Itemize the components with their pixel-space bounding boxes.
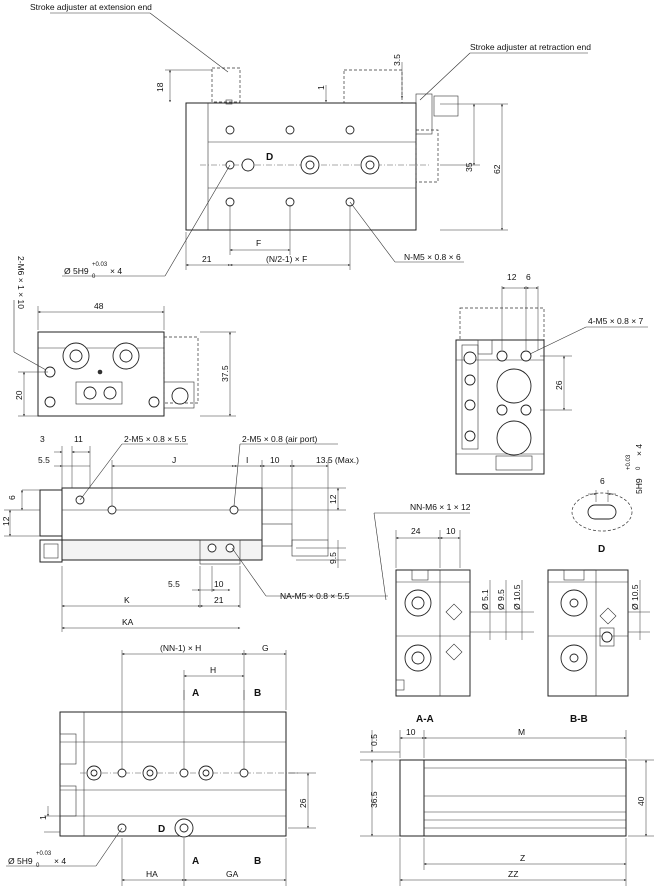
bottom-d-label: D — [158, 824, 165, 835]
bore-bot-tol0: 0 — [36, 863, 40, 869]
dim-5-1: Ø 5.1 — [480, 589, 490, 610]
dim-10-5-aa: Ø 10.5 — [512, 584, 522, 610]
section-bb-dims: Ø 10.5 B-B — [570, 580, 650, 725]
dim-11: 11 — [74, 434, 83, 444]
side-view-dims: 3 11 2-M5 × 0.8 × 5.5 2-M5 × 0.8 (air po… — [1, 434, 388, 632]
dim-6-right: 6 — [526, 272, 531, 282]
dim-21-side: 21 — [214, 595, 224, 605]
section-bb-label: B-B — [570, 714, 588, 725]
cut-a-top: A — [192, 688, 199, 699]
detail-d: 6 5H9 +0.03 0 × 4 D — [571, 444, 644, 555]
bore-top-count: × 4 — [110, 266, 122, 276]
dim-21-top: 21 — [202, 254, 212, 264]
dim-HA: HA — [146, 869, 158, 879]
dim-1-top: 1 — [316, 85, 326, 90]
dim-3-5: 3.5 — [392, 54, 402, 66]
dim-Z: Z — [520, 853, 525, 863]
dim-10-aa: 10 — [446, 526, 456, 536]
bottom-view — [59, 711, 300, 838]
bore-d-tol0: 0 — [636, 466, 642, 470]
m5-2-callout: 2-M5 × 0.8 × 5.5 — [124, 434, 187, 444]
section-aa-dims: NN-M6 × 1 × 12 24 10 Ø 5.1 Ø 9.5 Ø 10.5 … — [373, 502, 534, 725]
bore-top-callout: Ø 5H9 — [64, 266, 89, 276]
end-view-right-dims: 12 6 26 4-M5 × 0.8 × 7 — [501, 272, 648, 411]
m6-side-callout: 2-M6 × 1 × 10 — [16, 256, 26, 309]
dim-24: 24 — [411, 526, 421, 536]
dim-GA: GA — [226, 869, 239, 879]
end-view-right — [455, 307, 545, 475]
na-m5-callout: NA-M5 × 0.8 × 5.5 — [280, 591, 350, 601]
dim-F: F — [256, 238, 261, 248]
front-elevation-dims: 10 M 0.5 36.5 40 Z ZZ — [360, 727, 654, 886]
dim-nn1-h: (NN-1) × H — [160, 643, 201, 653]
dim-13-5-max: 13.5 (Max.) — [316, 455, 359, 465]
dim-48: 48 — [94, 301, 104, 311]
bottom-view-dims: (NN-1) × H G H A B 26 1 Ø 5H9 +0.03 0 × … — [6, 643, 316, 886]
dim-20: 20 — [14, 390, 24, 400]
dim-35: 35 — [464, 162, 474, 172]
cut-b-top: B — [254, 688, 261, 699]
dim-10-side-top: 10 — [270, 455, 280, 465]
dim-10-5-bb: Ø 10.5 — [630, 584, 640, 610]
dim-H: H — [210, 665, 216, 675]
dim-12-side: 12 — [328, 494, 338, 504]
bore-bot-tol: +0.03 — [36, 851, 52, 857]
nn-m6-callout: NN-M6 × 1 × 12 — [410, 502, 471, 512]
dim-26-right: 26 — [554, 380, 564, 390]
top-view-dimensions: Stroke adjuster at extension end Stroke … — [30, 2, 591, 280]
dim-9-5-side: 9.5 — [328, 552, 338, 564]
side-view — [39, 487, 329, 565]
end-view-front-dims: 48 37.5 20 2-M6 × 1 × 10 — [13, 256, 236, 417]
m5-4-callout: 4-M5 × 0.8 × 7 — [588, 316, 644, 326]
bore-bot-count: × 4 — [54, 856, 66, 866]
air-port-callout: 2-M5 × 0.8 (air port) — [242, 434, 318, 444]
dim-6-left: 6 — [7, 495, 17, 500]
dim-G: G — [262, 643, 269, 653]
dim-I: I — [246, 455, 248, 465]
section-bb — [547, 569, 629, 697]
dim-3: 3 — [40, 434, 45, 444]
cut-a-bottom: A — [192, 856, 199, 867]
stroke-ret-callout: Stroke adjuster at retraction end — [470, 42, 591, 52]
dim-10-elev: 10 — [406, 727, 416, 737]
section-aa — [395, 569, 471, 697]
dim-ZZ: ZZ — [508, 869, 518, 879]
dim-37-5: 37.5 — [220, 365, 230, 382]
bore-d-count: × 4 — [634, 444, 644, 456]
dim-18: 18 — [155, 82, 165, 92]
dim-12-left: 12 — [1, 516, 11, 526]
dim-62: 62 — [492, 164, 502, 174]
bore-d-callout: 5H9 — [634, 478, 644, 494]
dim-n2-f: (N/2-1) × F — [266, 254, 307, 264]
top-view — [185, 67, 459, 231]
dim-12-right: 12 — [507, 272, 517, 282]
top-d-label: D — [266, 152, 273, 163]
dim-0-5: 0.5 — [369, 734, 379, 746]
dim-26-bottom: 26 — [298, 798, 308, 808]
stroke-ext-callout: Stroke adjuster at extension end — [30, 2, 152, 12]
section-aa-label: A-A — [416, 714, 434, 725]
cut-b-bottom: B — [254, 856, 261, 867]
dim-10-side-bottom: 10 — [214, 579, 224, 589]
dim-1-bottom: 1 — [38, 815, 48, 820]
dim-K: K — [124, 595, 130, 605]
dim-5-5-bottom: 5.5 — [168, 579, 180, 589]
bore-top-tol0: 0 — [92, 274, 96, 280]
bore-bot-callout: Ø 5H9 — [8, 856, 33, 866]
dim-36-5: 36.5 — [369, 791, 379, 808]
dim-9-5-aa: Ø 9.5 — [496, 589, 506, 610]
bore-d-tol: +0.03 — [626, 454, 632, 470]
dim-6-detail: 6 — [600, 476, 605, 486]
front-elevation — [399, 759, 627, 837]
dim-M: M — [518, 727, 525, 737]
dim-KA: KA — [122, 617, 134, 627]
n-m5-callout: N-M5 × 0.8 × 6 — [404, 252, 461, 262]
detail-d-label: D — [598, 544, 605, 555]
dim-40: 40 — [636, 796, 646, 806]
bore-top-tol: +0.03 — [92, 262, 108, 268]
end-view-front — [37, 331, 199, 417]
dim-J: J — [172, 455, 176, 465]
dim-5-5-top: 5.5 — [38, 455, 50, 465]
